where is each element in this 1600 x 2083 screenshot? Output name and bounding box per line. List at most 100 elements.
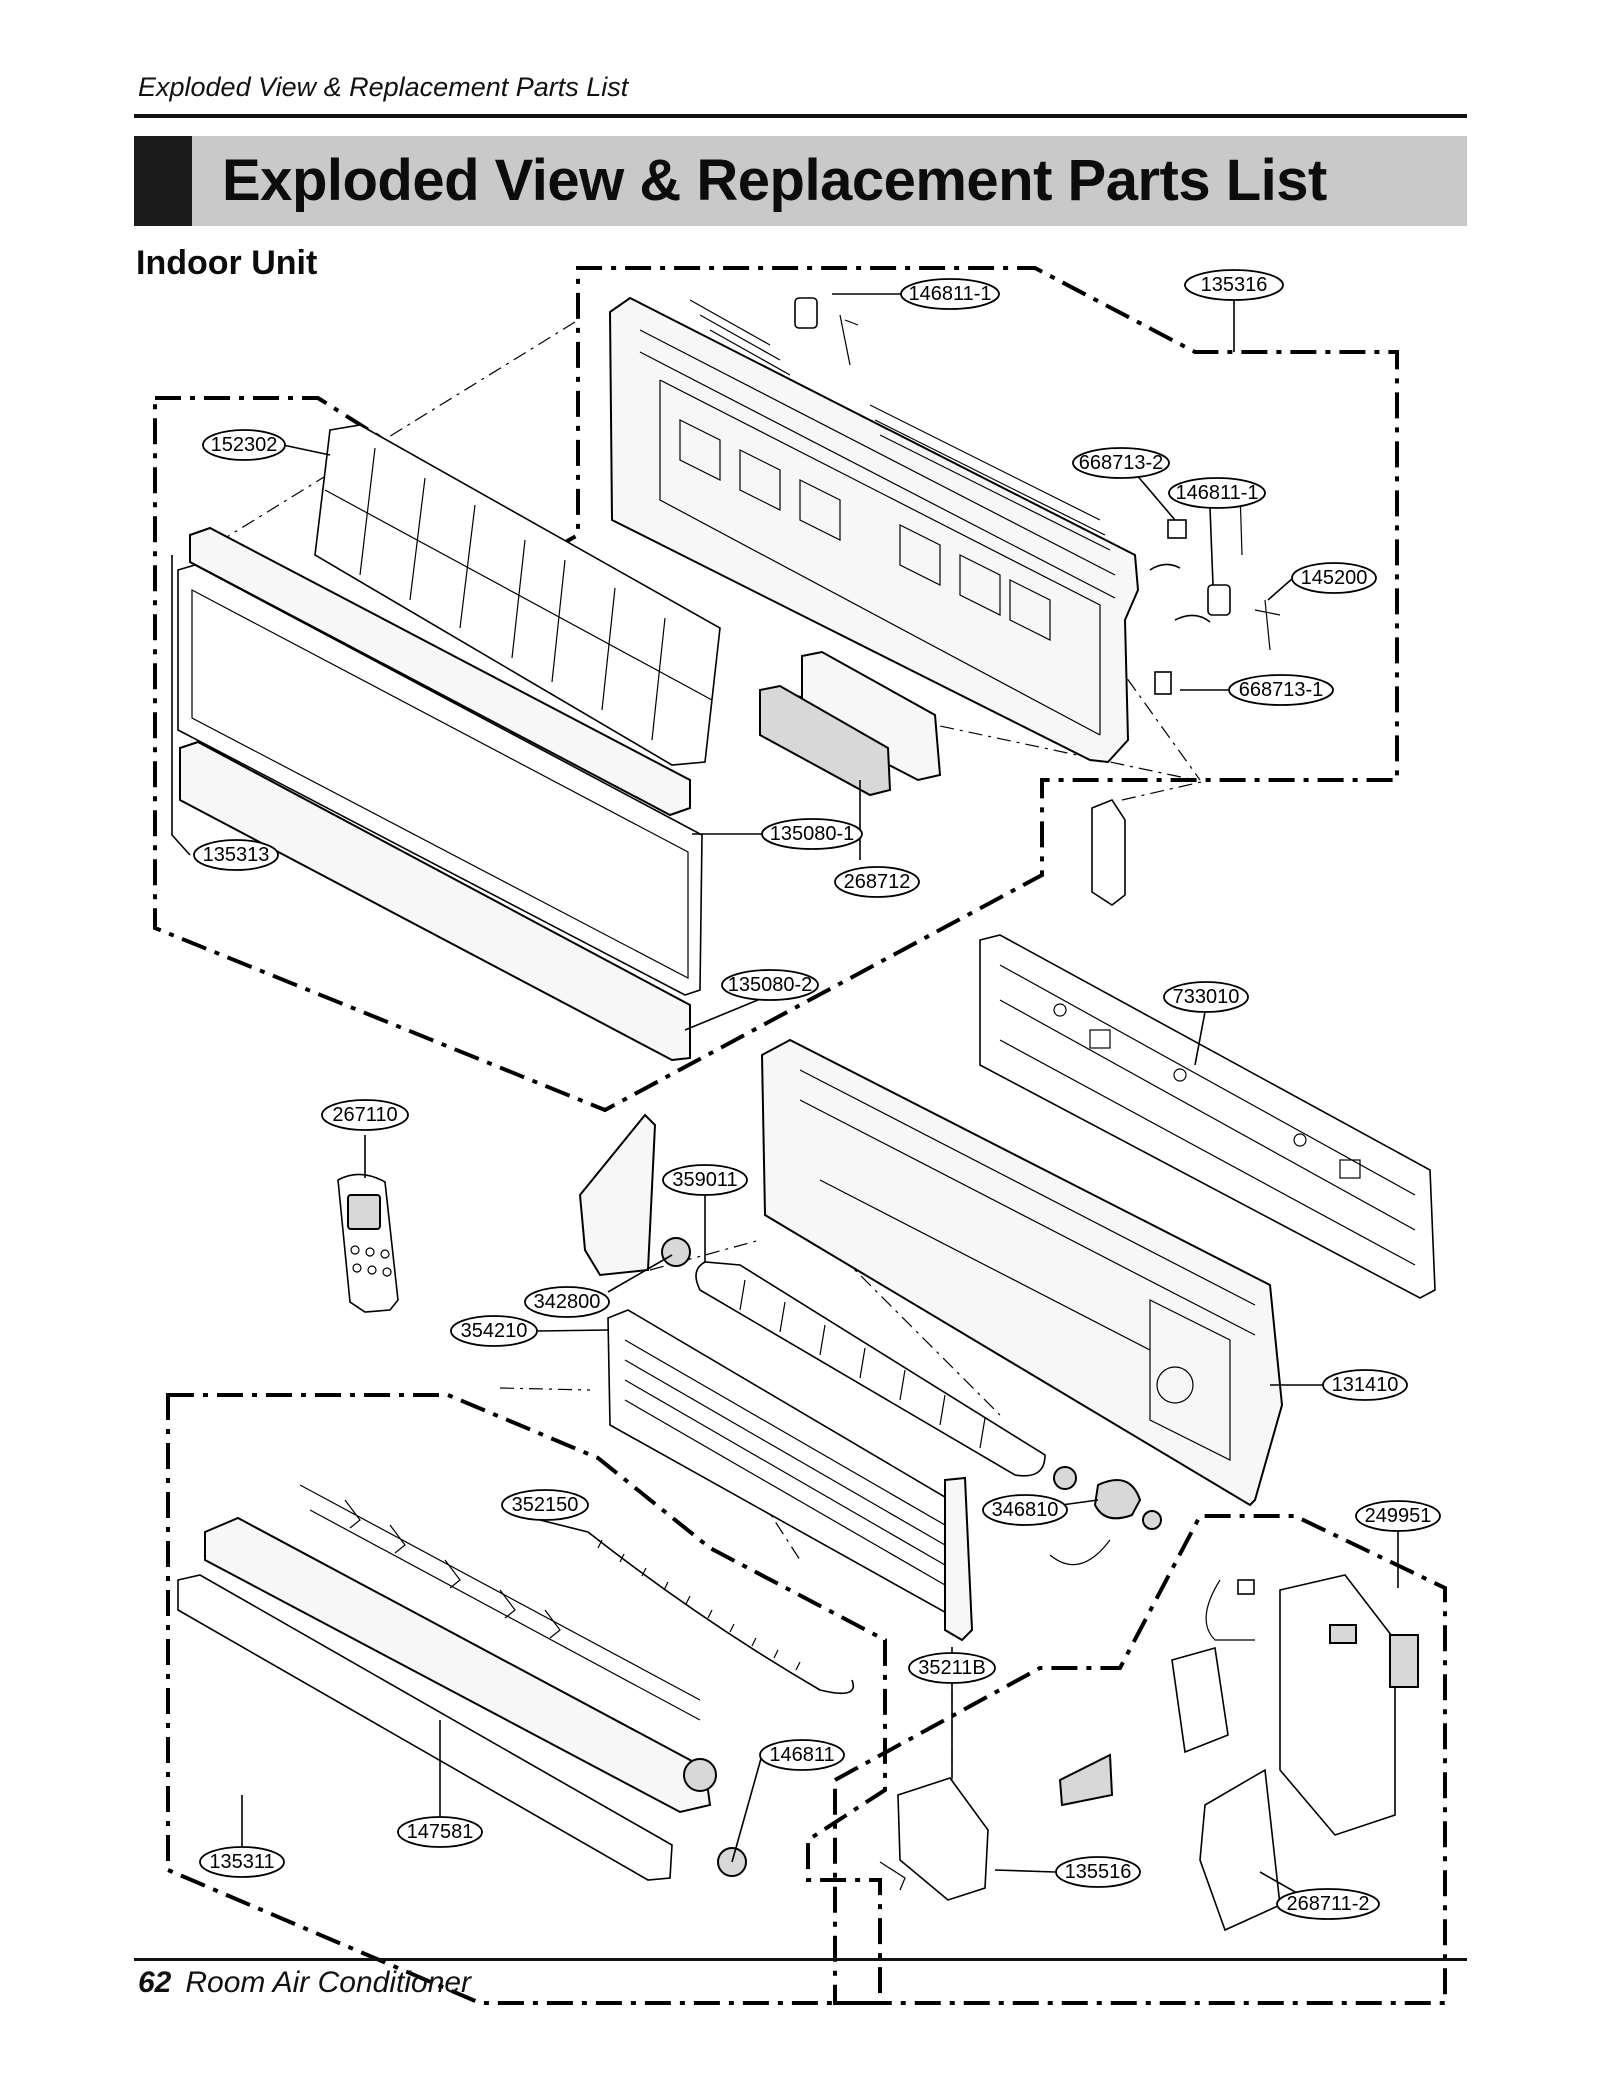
- remote-control-part: [337, 1173, 399, 1313]
- svg-text:135311: 135311: [209, 1851, 274, 1873]
- svg-text:668713-1: 668713-1: [1239, 679, 1324, 701]
- svg-text:135080-2: 135080-2: [728, 974, 813, 996]
- motor-cover-part: [578, 1113, 691, 1277]
- page-footer: 62 Room Air Conditioner: [138, 1966, 471, 2000]
- svg-text:131410: 131410: [1332, 1374, 1399, 1396]
- part-callout-268712: 268712: [834, 866, 920, 898]
- clip-bracket-part: [1091, 799, 1126, 906]
- guide-line: [221, 321, 576, 541]
- motor-bracket-mid: [1207, 489, 1281, 651]
- svg-text:352150: 352150: [512, 1494, 579, 1516]
- part-callout-131410: 131410: [1322, 1369, 1408, 1401]
- leader-line: [1267, 577, 1294, 601]
- part-callout-146811-1-top: 146811-1: [900, 278, 1000, 310]
- svg-text:146811-1: 146811-1: [1175, 482, 1258, 504]
- discharge-vane-part: [177, 1484, 747, 1881]
- part-callout-145200: 145200: [1291, 562, 1377, 594]
- part-callout-135313: 135313: [193, 839, 279, 871]
- guide-line: [649, 1239, 761, 1271]
- leader-line: [1134, 472, 1176, 521]
- part-callout-267110: 267110: [321, 1099, 409, 1131]
- cross-flow-fan-part: [695, 1261, 1077, 1490]
- part-callout-359011: 359011: [662, 1164, 748, 1196]
- clip-part: [1167, 519, 1187, 539]
- svg-text:267110: 267110: [332, 1104, 397, 1126]
- guide-line: [1121, 779, 1211, 801]
- svg-text:342800: 342800: [534, 1291, 601, 1313]
- drain-hose-ribs: [597, 1539, 801, 1671]
- part-callout-249951: 249951: [1355, 1500, 1441, 1532]
- rear-case-part: [608, 296, 1140, 764]
- page-title: Exploded View & Replacement Parts List: [222, 148, 1327, 213]
- leader-line: [994, 1869, 1056, 1873]
- footer-rule: [134, 1958, 1467, 1961]
- part-callout-135080-2: 135080-2: [721, 969, 819, 1001]
- svg-text:145200: 145200: [1301, 567, 1368, 589]
- drain-hose-part: [587, 1531, 855, 1695]
- leader-line: [731, 1754, 763, 1863]
- svg-text:152302: 152302: [211, 434, 278, 456]
- part-callout-733010: 733010: [1163, 981, 1249, 1013]
- part-callout-668713-2: 668713-2: [1072, 447, 1170, 479]
- terminal-bracket-part: [879, 1777, 989, 1901]
- part-callout-346810: 346810: [982, 1494, 1068, 1526]
- part-callout-342800: 342800: [524, 1286, 610, 1318]
- zone-control-box: [833, 1514, 1447, 2005]
- svg-text:346810: 346810: [992, 1499, 1059, 1521]
- part-callout-352150: 352150: [501, 1489, 589, 1521]
- leader-line: [684, 994, 771, 1031]
- motor-bracket-top: [794, 297, 859, 366]
- svg-text:354210: 354210: [461, 1320, 528, 1342]
- part-callout-668713-1: 668713-1: [1228, 674, 1334, 706]
- svg-text:733010: 733010: [1173, 986, 1240, 1008]
- air-filter-part: [314, 424, 721, 766]
- guide-line: [499, 1387, 591, 1391]
- part-callout-135311: 135311: [199, 1846, 285, 1878]
- control-box-parts: [1058, 1574, 1419, 1932]
- header-rule: [134, 114, 1467, 118]
- section-title: Indoor Unit: [136, 244, 318, 282]
- leader-line: [607, 1254, 673, 1293]
- front-panel-part: [177, 526, 703, 1062]
- page-number: 62: [138, 1966, 172, 1999]
- part-callout-135316: 135316: [1184, 269, 1284, 301]
- fan-motor-part: [1049, 1479, 1162, 1566]
- svg-text:135516: 135516: [1065, 1861, 1132, 1883]
- clip-part: [1154, 671, 1172, 695]
- svg-text:668713-2: 668713-2: [1079, 452, 1164, 474]
- svg-text:135316: 135316: [1201, 274, 1268, 296]
- part-callout-135080-1: 135080-1: [761, 818, 863, 850]
- leader-line: [171, 555, 191, 856]
- part-callout-354210: 354210: [450, 1315, 538, 1347]
- part-callout-146811: 146811: [759, 1739, 845, 1771]
- leader-line: [537, 1329, 609, 1332]
- title-block-marker: [134, 136, 192, 226]
- part-callout-135516: 135516: [1055, 1856, 1141, 1888]
- part-callout-35211B: 35211B: [908, 1652, 996, 1684]
- leader-line: [1209, 507, 1214, 586]
- part-callout-147581: 147581: [397, 1816, 483, 1848]
- footer-doc-title: Room Air Conditioner: [185, 1966, 472, 1999]
- hose-part: [1149, 563, 1181, 571]
- svg-text:146811-1: 146811-1: [908, 283, 991, 305]
- svg-text:359011: 359011: [672, 1169, 737, 1191]
- svg-text:147581: 147581: [407, 1821, 474, 1843]
- svg-text:268712: 268712: [844, 871, 911, 893]
- svg-text:249951: 249951: [1365, 1505, 1432, 1527]
- leader-line: [282, 444, 331, 456]
- svg-text:135080-1: 135080-1: [770, 823, 855, 845]
- chassis-part: [760, 1038, 1284, 1507]
- leader-line: [1194, 1011, 1206, 1066]
- evaporator-part: [607, 1309, 974, 1642]
- part-callout-268711-2: 268711-2: [1276, 1888, 1380, 1920]
- leader-line: [539, 1519, 589, 1533]
- svg-text:146811: 146811: [769, 1744, 834, 1766]
- part-callout-146811-1-mid: 146811-1: [1168, 477, 1266, 509]
- installation-plate-part: [979, 934, 1436, 1299]
- hose-part: [1174, 614, 1211, 623]
- part-callout-152302: 152302: [202, 429, 286, 461]
- svg-text:135313: 135313: [203, 844, 270, 866]
- running-header: Exploded View & Replacement Parts List: [138, 72, 629, 102]
